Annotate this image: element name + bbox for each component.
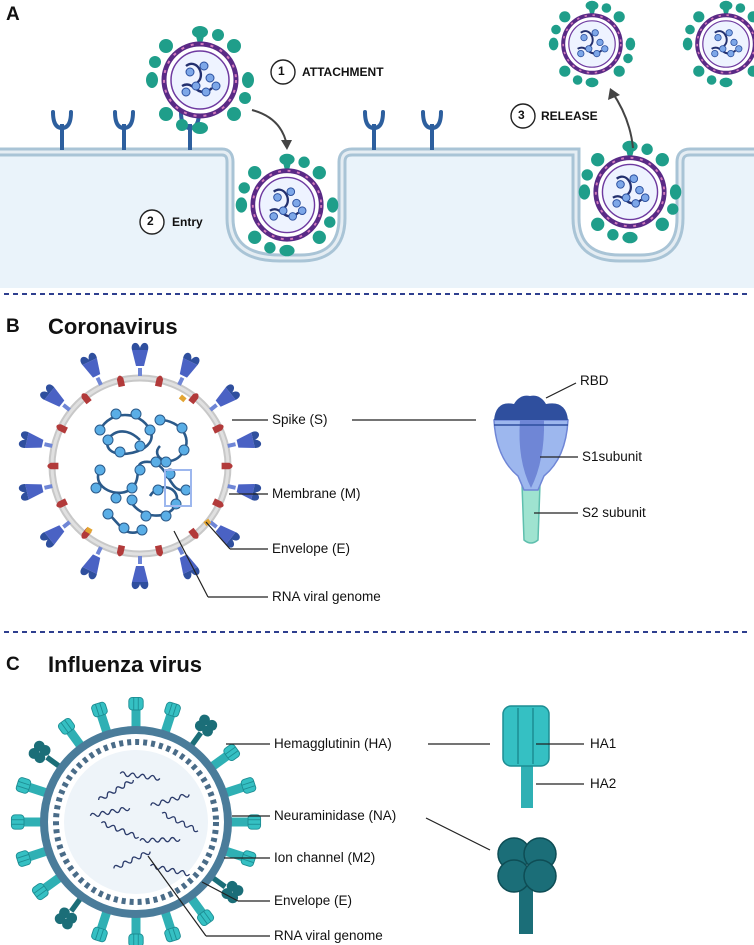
ha1-label: HA1	[590, 736, 617, 751]
rna-segment	[119, 771, 161, 781]
neuraminidase-label: Neuraminidase (NA)	[274, 808, 397, 823]
panel-c-letter: C	[6, 654, 20, 675]
rbd-label: RBD	[580, 373, 609, 388]
step-3-label: RELEASE	[541, 109, 598, 123]
ion-channel-label: Ion channel (M2)	[274, 850, 376, 865]
receptor	[363, 110, 385, 152]
genome-bead	[94, 424, 106, 436]
rna-segment	[98, 779, 134, 801]
genome-bead	[178, 444, 190, 456]
genome-bead	[110, 492, 122, 504]
influenza-rna-label: RNA viral genome	[274, 928, 383, 943]
receptor	[51, 110, 73, 152]
ha2-label: HA2	[590, 776, 617, 791]
genome-bead	[134, 464, 146, 476]
membrane-label: Membrane (M)	[272, 486, 361, 501]
genome-bead	[154, 414, 166, 426]
spike-protein	[131, 556, 149, 590]
receptor	[421, 110, 443, 152]
step-1-badge	[270, 59, 296, 85]
rna-segment	[139, 836, 181, 844]
rbd-domain	[494, 395, 568, 420]
receptor	[113, 110, 135, 152]
cell-interior	[0, 152, 754, 288]
influenza-diagram	[10, 696, 262, 945]
genome-bead	[102, 434, 114, 446]
virion-attaching	[146, 26, 254, 134]
hemagglutinin-protein	[10, 814, 43, 830]
spike-protein	[225, 430, 262, 455]
step-1-number: 1	[278, 64, 285, 78]
membrane-protein	[221, 462, 233, 470]
genome-bead	[118, 522, 130, 534]
genome-bead	[160, 510, 172, 522]
s1-subunit-label: S1subunit	[582, 449, 643, 464]
genome-bead	[94, 464, 106, 476]
rna-segment	[149, 863, 191, 877]
panel-c-title: Influenza virus	[48, 652, 203, 677]
rna-segment	[113, 851, 151, 869]
release-arrow	[611, 91, 634, 149]
genome-bead	[126, 482, 138, 494]
panel-b-title: Coronavirus	[48, 314, 178, 339]
step-3-badge	[510, 103, 536, 129]
s2-subunit-label: S2 subunit	[582, 505, 646, 520]
genome-bead	[144, 424, 156, 436]
spike-protein	[18, 477, 55, 502]
spike-label: Spike (S)	[272, 412, 328, 427]
influenza-envelope-label: Envelope (E)	[274, 893, 353, 908]
step-3-number: 3	[518, 108, 525, 122]
step-1-label: ATTACHMENT	[302, 65, 384, 79]
virion-released	[683, 1, 754, 87]
hemagglutinin-protein	[128, 915, 144, 945]
rna-genome-label: RNA viral genome	[272, 589, 381, 604]
genome-bead	[170, 498, 182, 510]
spike-protein	[225, 477, 262, 502]
coronavirus-leaders	[173, 382, 578, 598]
genome-bead	[134, 440, 146, 452]
spike-protein	[131, 342, 149, 376]
s2-subunit	[521, 483, 541, 544]
influenza-leaders	[147, 743, 584, 937]
genome-bead	[140, 510, 152, 522]
step-2-number: 2	[147, 214, 154, 228]
genome-bead	[150, 456, 162, 468]
panel-b-letter: B	[6, 316, 20, 337]
genome-bead	[176, 422, 188, 434]
virion-entering	[236, 154, 339, 257]
genome-bead	[126, 494, 138, 506]
ha-detail	[502, 705, 550, 808]
genome-bead	[180, 484, 192, 496]
membrane-protein	[47, 462, 59, 470]
spike-protein	[18, 430, 55, 455]
panel-a-letter: A	[6, 4, 20, 25]
hemagglutinin-protein	[128, 696, 144, 729]
rna-segment	[100, 821, 140, 839]
step-2-label: Entry	[172, 215, 203, 229]
coronavirus-diagram	[18, 342, 262, 590]
virion-released	[549, 1, 635, 87]
genome-bead	[152, 484, 164, 496]
hemagglutinin-protein	[229, 814, 262, 830]
hemagglutinin-label: Hemagglutinin (HA)	[274, 736, 392, 751]
rna-segment	[161, 811, 199, 833]
step-2-badge	[139, 209, 165, 235]
rna-segment	[150, 793, 190, 807]
rna-segment	[89, 807, 131, 817]
na-detail	[497, 837, 557, 934]
genome-bead	[160, 456, 172, 468]
genome-bead	[90, 482, 102, 494]
virion-releasing	[579, 141, 682, 244]
genome-bead	[114, 446, 126, 458]
genome-bead	[102, 508, 114, 520]
genome-bead	[110, 408, 122, 420]
spike-detail	[493, 395, 569, 544]
genome-bead	[136, 524, 148, 536]
panel-a	[0, 1, 754, 288]
envelope-label: Envelope (E)	[272, 541, 351, 556]
influenza-rna	[89, 771, 199, 877]
genome-bead	[130, 408, 142, 420]
